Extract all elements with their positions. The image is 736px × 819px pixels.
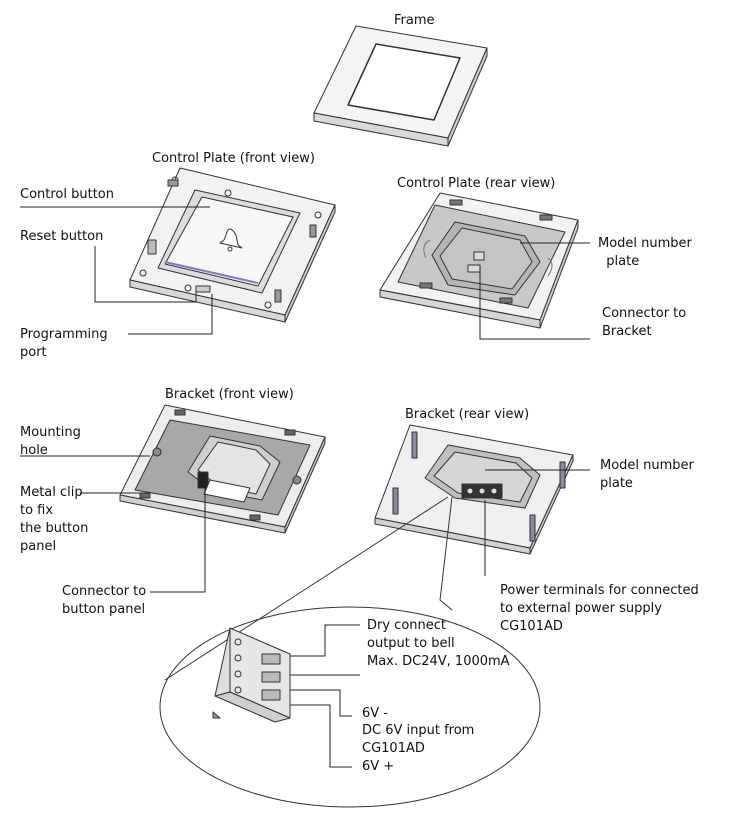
dry-connect-label: Dry connect output to bell Max. DC24V, 1… — [367, 618, 510, 669]
zoom-line-right — [439, 496, 453, 611]
leader-lines — [20, 206, 590, 768]
control-plate-front-title: Control Plate (front view) — [152, 151, 315, 166]
six-volt-plus-label: 6V + — [362, 759, 395, 774]
bracket-rear-drawing — [374, 424, 574, 555]
dc-input-label: DC 6V input from CG101AD — [362, 723, 475, 756]
terminal-block-drawing — [212, 627, 291, 723]
control-plate-front-drawing — [129, 167, 336, 323]
six-volt-minus-label: 6V - — [362, 706, 388, 721]
bracket-model-plate-label: Model number plate — [600, 458, 694, 491]
bracket-rear-title: Bracket (rear view) — [405, 407, 530, 422]
mounting-hole-label: Mounting hole — [20, 425, 81, 458]
bracket-front-title: Bracket (front view) — [165, 387, 294, 402]
connector-to-panel-label: Connector to button panel — [62, 584, 147, 617]
reset-button-label: Reset button — [20, 229, 104, 244]
power-terminals-label: Power terminals for connected to externa… — [500, 583, 699, 634]
control-plate-rear-title: Control Plate (rear view) — [397, 176, 556, 191]
bracket-front-drawing — [119, 404, 326, 534]
frame-title: Frame — [394, 13, 435, 28]
control-button-label: Control button — [20, 187, 115, 202]
zoom-line-left — [164, 496, 449, 681]
metal-clip-label: Metal clip to fix the button panel — [20, 485, 89, 554]
programming-port-label: Programming port — [20, 327, 108, 360]
connector-to-bracket-label: Connector to Bracket — [602, 306, 687, 339]
rear-model-plate-label: Model number plate — [598, 236, 692, 269]
terminal-detail-ellipse — [159, 606, 541, 808]
frame-drawing — [313, 25, 488, 147]
control-plate-rear-drawing — [379, 192, 579, 329]
